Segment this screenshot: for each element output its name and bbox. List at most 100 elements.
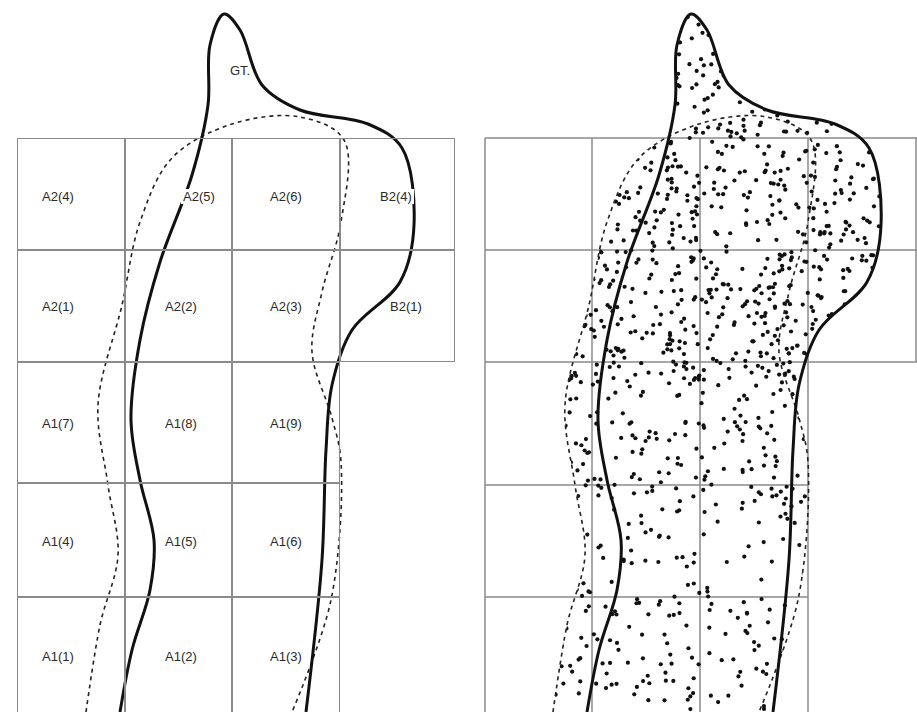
stipple-dot <box>727 367 731 371</box>
stipple-dot <box>816 143 820 147</box>
grid-cell: A1(9) <box>232 362 340 483</box>
stipple-dot <box>555 198 559 202</box>
stipple-dot <box>591 92 595 96</box>
grid-cell: A2(5) <box>125 138 232 250</box>
stipple-dot <box>627 422 631 426</box>
stipple-dot <box>717 315 721 319</box>
stipple-dot <box>847 13 851 17</box>
stipple-dot <box>778 44 782 48</box>
stipple-dot <box>632 491 636 495</box>
stipple-dot <box>754 384 758 388</box>
stipple-dot <box>573 302 577 306</box>
stipple-dot <box>732 320 736 324</box>
stipple-dot <box>632 314 636 318</box>
stipple-dot <box>743 129 747 133</box>
stipple-dot <box>545 112 549 116</box>
stipple-dot <box>542 55 546 59</box>
stipple-dot <box>811 414 815 418</box>
stipple-dot <box>646 13 650 17</box>
stipple-dot <box>660 91 664 95</box>
stipple-dot <box>820 489 824 493</box>
stipple-dot <box>594 372 598 376</box>
stipple-dot <box>856 349 860 353</box>
stipple-dot <box>738 413 742 417</box>
stipple-dot <box>887 78 891 82</box>
stipple-dot <box>701 391 705 395</box>
stipple-dot <box>847 124 851 128</box>
stipple-dot <box>804 671 808 675</box>
stipple-dot <box>560 100 564 104</box>
stipple-dot <box>825 397 829 401</box>
stipple-dot <box>767 286 771 290</box>
stipple-dot <box>881 44 885 48</box>
stipple-dot <box>805 600 809 604</box>
stipple-dot <box>743 629 747 633</box>
stipple-dot <box>739 23 743 27</box>
stipple-dot <box>806 95 810 99</box>
stipple-dot <box>589 164 593 168</box>
stipple-dot <box>619 317 623 321</box>
stipple-dot <box>580 594 584 598</box>
stipple-dot <box>685 564 689 568</box>
stipple-dot <box>777 88 781 92</box>
stipple-dot <box>662 208 666 212</box>
stipple-dot <box>839 188 843 192</box>
stipple-dot <box>780 264 784 268</box>
region-label: A2(1) <box>40 299 76 314</box>
stipple-dot <box>842 473 846 477</box>
stipple-dot <box>795 344 799 348</box>
stipple-dot <box>868 220 872 224</box>
stipple-dot <box>575 468 579 472</box>
stipple-dot <box>875 9 879 13</box>
stipple-dot <box>738 427 742 431</box>
stipple-dot <box>603 39 607 43</box>
stipple-dot <box>784 101 788 105</box>
stipple-dot <box>545 213 549 217</box>
stipple-dot <box>586 32 590 36</box>
stipple-dot <box>804 332 808 336</box>
stipple-dot <box>835 144 839 148</box>
stipple-dot <box>698 249 702 253</box>
stipple-dot <box>550 11 554 15</box>
stipple-dot <box>571 82 575 86</box>
stipple-dot <box>814 486 818 490</box>
stipple-dot <box>830 452 834 456</box>
stipple-dot <box>874 430 878 434</box>
stipple-dot <box>658 322 662 326</box>
stipple-dot <box>543 213 547 217</box>
stipple-dot <box>745 611 749 615</box>
stipple-dot <box>702 256 706 260</box>
stipple-dot <box>692 581 696 585</box>
stipple-dot <box>844 81 848 85</box>
stipple-dot <box>612 483 616 487</box>
stipple-dot <box>571 143 575 147</box>
stipple-dot <box>650 485 654 489</box>
stipple-dot <box>736 616 740 620</box>
stipple-dot <box>765 351 769 355</box>
stipple-dot <box>605 51 609 55</box>
stipple-dot <box>560 79 564 83</box>
stipple-dot <box>747 459 751 463</box>
stipple-dot <box>604 106 608 110</box>
stipple-dot <box>844 371 848 375</box>
stipple-dot <box>577 268 581 272</box>
stipple-dot <box>862 315 866 319</box>
stipple-dot <box>770 410 774 414</box>
stipple-dot <box>810 189 814 193</box>
stipple-dot <box>569 460 573 464</box>
stipple-dot <box>597 192 601 196</box>
stipple-dot <box>735 424 739 428</box>
stipple-dot <box>838 327 842 331</box>
stipple-dot <box>835 328 839 332</box>
stipple-dot <box>663 671 667 675</box>
stipple-dot <box>541 224 545 228</box>
stipple-dot <box>849 377 853 381</box>
stipple-dot <box>798 109 802 113</box>
stipple-dot <box>799 500 803 504</box>
stipple-dot <box>578 133 582 137</box>
stipple-dot <box>608 193 612 197</box>
stipple-dot <box>774 102 778 106</box>
stipple-dot <box>598 108 602 112</box>
stipple-dot <box>744 223 748 227</box>
stipple-dot <box>781 537 785 541</box>
